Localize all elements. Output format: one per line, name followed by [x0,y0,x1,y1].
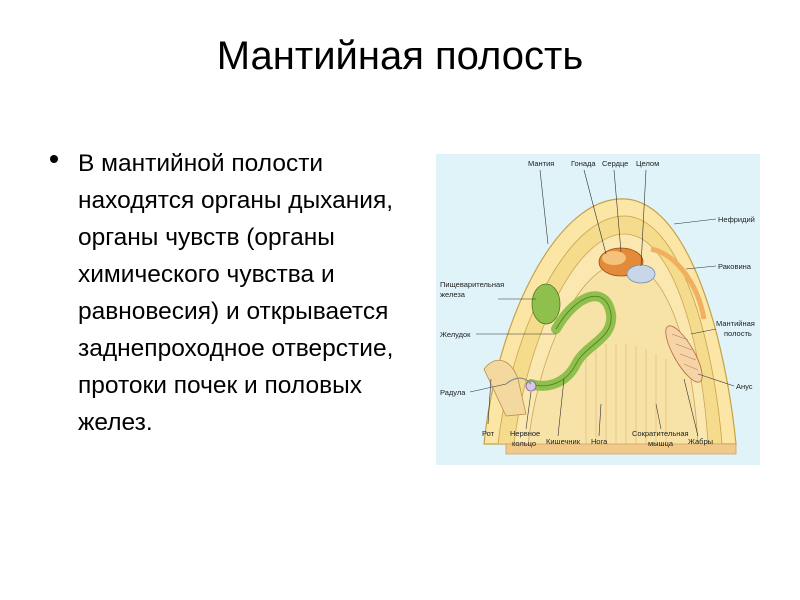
diagram-svg: Мантия Гонада Сердце Целом Нефридий Рако… [436,154,760,465]
label-mantle-cavity-1: Мантийная [716,319,755,328]
label-gonad: Гонада [571,159,596,168]
label-digestive-gland-1: Пищеварительная [440,280,504,289]
label-contractile-muscle-2: мышца [648,439,674,448]
slide-title: Мантийная полость [216,34,584,78]
label-shell: Раковина [718,262,752,271]
label-heart: Сердце [602,159,628,168]
label-radula: Радула [440,388,466,397]
label-mouth: Рот [482,429,495,438]
label-foot: Нога [591,437,608,446]
label-nephridium: Нефридий [718,215,755,224]
label-mantle-cavity-2: полость [724,329,752,338]
bullet-text: В мантийной полости находятся органы дых… [78,150,394,436]
head-shape [483,359,527,417]
label-nerve-ring-2: кольцо [512,439,536,448]
digestive-gland-shape [531,283,561,325]
label-stomach: Желудок [440,330,471,339]
label-nerve-ring-1: Нервное [510,429,540,438]
foot-shape [505,443,737,455]
bullet-dot-icon [50,155,58,163]
bullet-list: В мантийной полости находятся органы дых… [50,145,420,441]
label-anus: Анус [736,382,753,391]
label-digestive-gland-2: железа [440,290,466,299]
label-intestine: Кишечник [546,437,581,446]
label-contractile-muscle-1: Сократительная [632,429,689,438]
label-gills: Жабры [688,437,713,446]
label-mantle: Мантия [528,159,554,168]
label-coelom: Целом [636,159,659,168]
mollusc-anatomy-diagram: Мантия Гонада Сердце Целом Нефридий Рако… [436,154,760,465]
